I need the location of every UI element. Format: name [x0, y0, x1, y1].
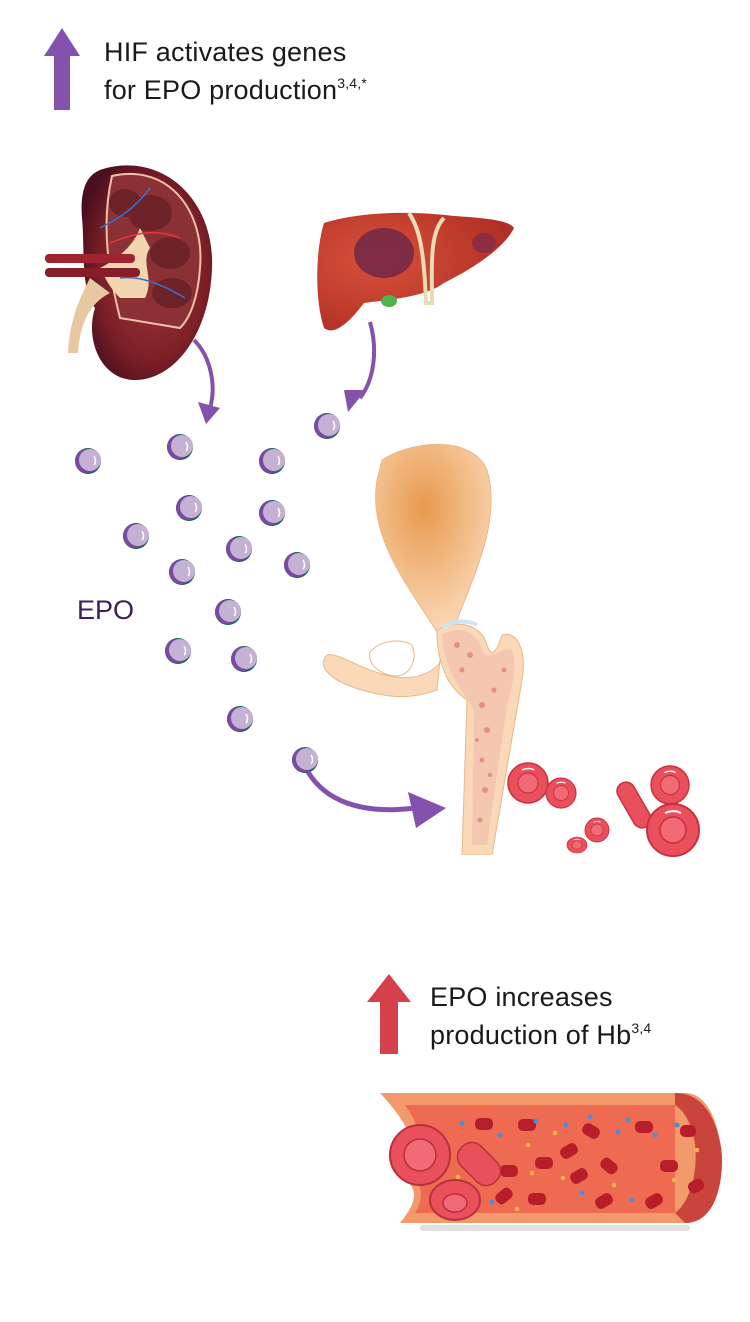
bottom-caption: EPO increases production of Hb3,4 [430, 978, 651, 1054]
red-blood-cells [495, 750, 715, 860]
epo-to-bone-arrow-icon [300, 770, 450, 830]
epo-label: EPO [77, 595, 135, 625]
bottom-caption-citation: 3,4 [631, 1020, 652, 1036]
hb-up-arrow-icon [367, 974, 411, 1054]
liver-to-epo-arrow-icon [340, 320, 380, 415]
top-caption: HIF activates genes for EPO production3,… [104, 33, 367, 109]
bottom-caption-line1: EPO increases [430, 982, 613, 1012]
kidney-illustration [40, 158, 230, 388]
top-caption-citation: 3,4,* [337, 75, 368, 91]
liver-illustration [314, 208, 518, 338]
top-caption-line1: HIF activates genes [104, 37, 347, 67]
bottom-caption-line2: production of Hb3,4 [430, 1020, 652, 1050]
kidney-to-epo-arrow-icon [190, 338, 230, 428]
blood-vessel-illustration [370, 1085, 725, 1235]
hif-up-arrow-icon [44, 28, 80, 110]
top-caption-line2: for EPO production3,4,* [104, 75, 368, 105]
hip-femur-illustration [322, 440, 532, 855]
